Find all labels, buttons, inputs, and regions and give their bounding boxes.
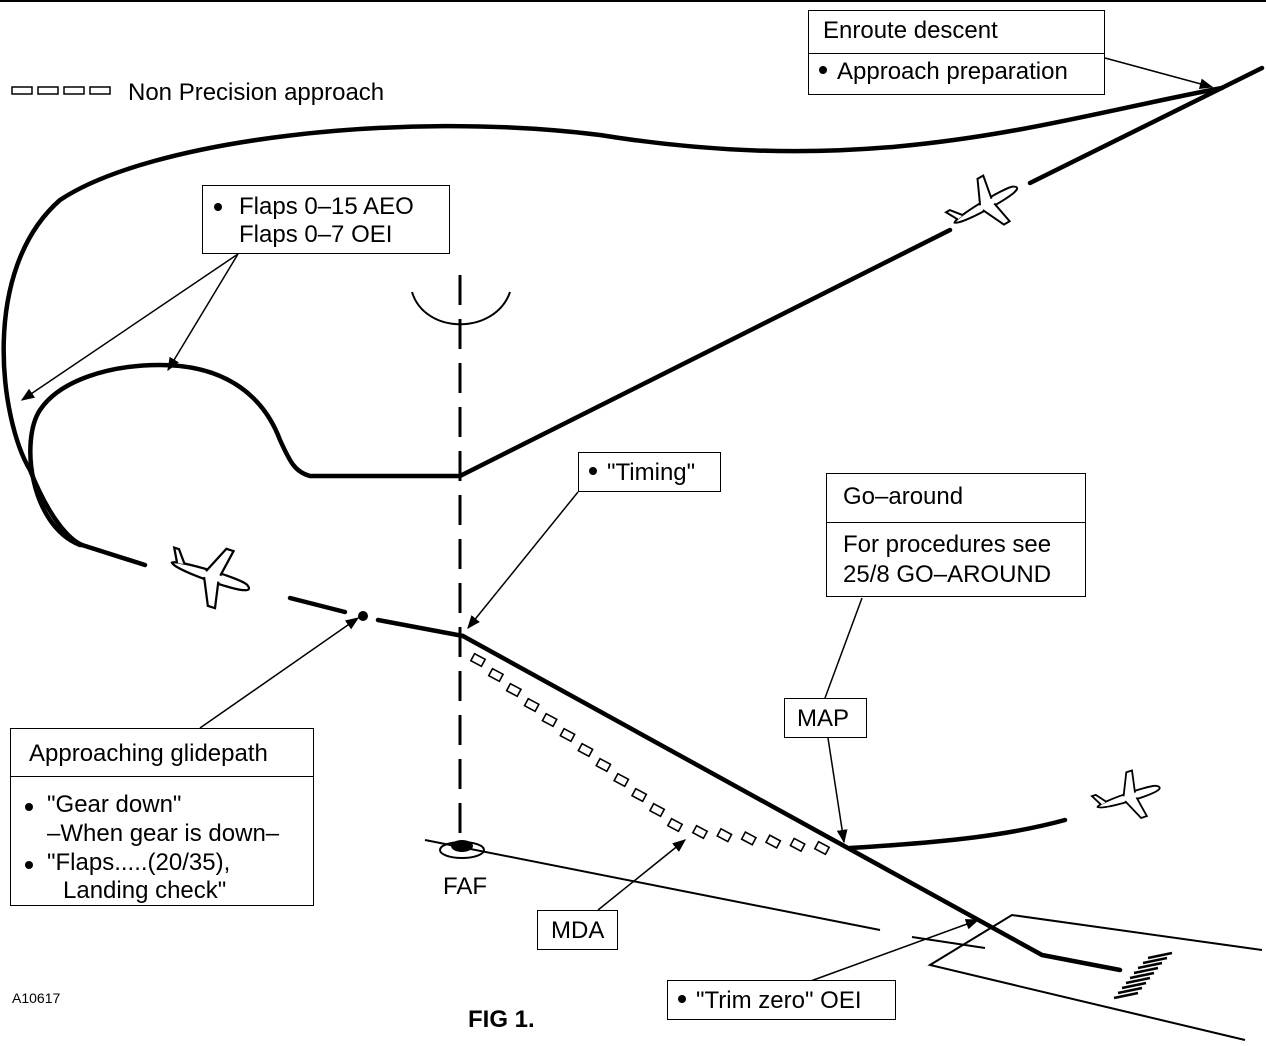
map-box: MAP (784, 698, 867, 738)
glidepath-intercept-point (358, 611, 368, 621)
approach-track-upper (1027, 65, 1265, 186)
bullet-icon (589, 466, 597, 475)
goaround-box: Go–around For procedures see 25/8 GO–ARO… (826, 473, 1086, 597)
flaps-box: Flaps 0–15 AEO Flaps 0–7 OEI (202, 185, 450, 254)
non-precision-path-marker (469, 652, 487, 668)
approach-segment-b (287, 595, 348, 615)
non-precision-path-marker (523, 697, 540, 713)
bullet-icon (819, 65, 827, 74)
approach-segment-c (375, 617, 466, 639)
glidepath-title: Approaching glidepath (29, 740, 268, 767)
enroute-descent-box: Enroute descent Approach preparation (808, 10, 1105, 95)
enroute-item: Approach preparation (819, 57, 1068, 86)
runway-threshold-marks (1113, 951, 1173, 1000)
bullet-icon (25, 861, 33, 869)
non-precision-path-marker (541, 712, 558, 728)
mda-label: MDA (551, 917, 605, 944)
inner-procedure-loop (28, 227, 953, 548)
glidepath-item-1: "Gear down" (47, 791, 182, 818)
timing-box: "Timing" (578, 452, 721, 492)
timing-label: "Timing" (589, 458, 695, 487)
map-label: MAP (797, 705, 850, 732)
non-precision-path-marker (505, 682, 523, 698)
bullet-icon (678, 994, 686, 1003)
non-precision-path-marker (487, 667, 505, 683)
trim-box: "Trim zero" OEI (667, 980, 896, 1020)
timing-leader-arrow (467, 491, 579, 630)
beacon-arc (411, 291, 511, 326)
non-precision-path-marker (764, 834, 782, 850)
non-precision-path-marker (666, 817, 684, 833)
non-precision-path-marker (630, 787, 648, 803)
flaps-leader-arrow-right (167, 253, 239, 372)
ground-line (424, 839, 881, 931)
runway-outline (927, 913, 1263, 1041)
non-precision-path-marker (577, 742, 594, 758)
airplane-icon (170, 545, 251, 610)
non-precision-path-marker (740, 830, 758, 846)
figure-code: A10617 (12, 990, 61, 1006)
glidepath-box: Approaching glidepath "Gear down" –When … (10, 728, 314, 906)
map-leader-arrow (827, 737, 848, 844)
legend-dash-symbol (11, 86, 111, 95)
glidepath-item-2: "Flaps.....(20/35), (47, 849, 231, 876)
go-around-path (847, 817, 1068, 851)
flaps-line-2: Flaps 0–7 OEI (239, 221, 393, 248)
non-precision-path-marker (789, 837, 806, 853)
final-descent-path (460, 633, 1123, 973)
non-precision-path-marker (595, 757, 612, 773)
goaround-title: Go–around (843, 483, 964, 510)
non-precision-path-marker (691, 824, 709, 840)
legend-label: Non Precision approach (128, 79, 385, 106)
mda-box: MDA (537, 910, 618, 950)
enroute-leader-arrow (1104, 57, 1214, 90)
goaround-leader-line (824, 597, 863, 699)
non-precision-path-marker (648, 802, 666, 818)
figure-caption: FIG 1. (468, 1006, 535, 1033)
goaround-line-1: For procedures see (843, 531, 1052, 558)
ground-line-right (911, 936, 986, 949)
flaps-leader-arrow-left (20, 253, 239, 401)
mda-leader-arrow (597, 839, 687, 911)
outer-holding-loop (1, 85, 1225, 548)
glidepath-item-1-sub: –When gear is down– (47, 820, 280, 847)
non-precision-descent-path (469, 652, 831, 856)
glidepath-leader-arrow (199, 617, 360, 729)
faf-label: FAF (443, 873, 488, 900)
bullet-icon (214, 203, 222, 211)
non-precision-path-marker (559, 727, 576, 743)
goaround-line-2: 25/8 GO–AROUND (843, 561, 1052, 588)
bullet-icon (25, 803, 33, 811)
flaps-line-1: Flaps 0–15 AEO (239, 193, 414, 220)
airplane-icon (1090, 769, 1161, 820)
airplane-icon (944, 174, 1019, 226)
non-precision-path-marker (813, 840, 831, 856)
glidepath-item-2-sub: Landing check" (63, 877, 227, 904)
trim-label: "Trim zero" OEI (678, 986, 862, 1015)
non-precision-path-marker (613, 772, 630, 788)
approach-segment-a (79, 542, 148, 568)
non-precision-path-marker (716, 827, 733, 843)
trim-leader-arrow (807, 919, 980, 983)
enroute-title: Enroute descent (823, 17, 998, 44)
